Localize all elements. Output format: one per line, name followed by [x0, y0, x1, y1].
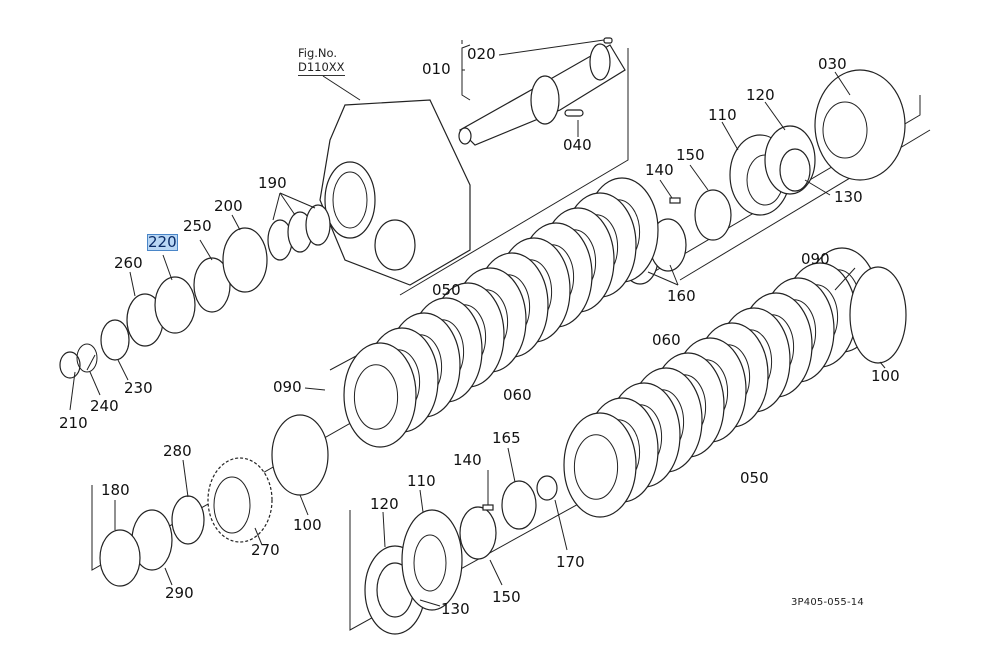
callout-250[interactable]: 250: [183, 217, 212, 235]
callout-160[interactable]: 160: [667, 287, 696, 305]
callout-240[interactable]: 240: [90, 397, 119, 415]
washer-180[interactable]: [99, 529, 141, 587]
callout-130-lower[interactable]: 130: [441, 600, 470, 618]
callout-110-lower[interactable]: 110: [407, 472, 436, 490]
callout-130-upper[interactable]: 130: [834, 188, 863, 206]
callout-210[interactable]: 210: [59, 414, 88, 432]
figure-label: Fig.No.: [298, 46, 338, 60]
callout-140-upper[interactable]: 140: [645, 161, 674, 179]
piston-110-lower[interactable]: [401, 509, 463, 611]
callout-060-lower[interactable]: 060: [652, 331, 681, 349]
snap-ring-100-left[interactable]: [271, 414, 329, 496]
callout-200[interactable]: 200: [214, 197, 243, 215]
callout-030[interactable]: 030: [818, 55, 847, 73]
leader-lines: [69, 39, 886, 607]
callout-090-left[interactable]: 090: [273, 378, 302, 396]
callout-280[interactable]: 280: [163, 442, 192, 460]
snap-ring-170[interactable]: [536, 475, 558, 501]
callout-170[interactable]: 170: [556, 553, 585, 571]
callout-230[interactable]: 230: [124, 379, 153, 397]
spring-retainer-150-upper[interactable]: [694, 189, 732, 241]
shaft-assembly[interactable]: [458, 43, 626, 146]
callout-190[interactable]: 190: [258, 174, 287, 192]
pin-020[interactable]: [603, 37, 613, 44]
drawing-code: 3P405-055-14: [791, 597, 864, 608]
plate-inner-edge: [573, 434, 619, 500]
clutch-pack-lower[interactable]: [563, 247, 879, 518]
seal-130-upper[interactable]: [779, 148, 811, 192]
clutch-pack-upper[interactable]: [343, 177, 659, 448]
callout-100-right[interactable]: 100: [871, 367, 900, 385]
callout-050-lower[interactable]: 050: [740, 469, 769, 487]
callout-020[interactable]: 020: [467, 45, 496, 63]
callout-220-selected[interactable]: 220: [147, 233, 178, 251]
transmission-housing[interactable]: [319, 99, 471, 286]
callout-010[interactable]: 010: [422, 60, 451, 78]
callout-110-upper[interactable]: 110: [708, 106, 737, 124]
figure-number-block: Fig.No. D110XX: [298, 46, 345, 76]
spring-retainer-150-lower[interactable]: [459, 506, 497, 560]
callout-100-left[interactable]: 100: [293, 516, 322, 534]
figure-number: D110XX: [298, 60, 345, 76]
callout-290[interactable]: 290: [165, 584, 194, 602]
spring-140-lower[interactable]: [482, 504, 494, 511]
callout-140-lower[interactable]: 140: [453, 451, 482, 469]
callout-060-upper[interactable]: 060: [503, 386, 532, 404]
callout-270[interactable]: 270: [251, 541, 280, 559]
plate-inner-edge: [353, 364, 399, 430]
callout-050-upper[interactable]: 050: [432, 281, 461, 299]
callout-040[interactable]: 040: [563, 136, 592, 154]
callout-120-lower[interactable]: 120: [370, 495, 399, 513]
callout-150-lower[interactable]: 150: [492, 588, 521, 606]
washer-165[interactable]: [501, 480, 537, 530]
callout-120-upper[interactable]: 120: [746, 86, 775, 104]
callout-180[interactable]: 180: [101, 481, 130, 499]
callout-260[interactable]: 260: [114, 254, 143, 272]
callout-150-upper[interactable]: 150: [676, 146, 705, 164]
callout-165[interactable]: 165: [492, 429, 521, 447]
snap-ring-100-right[interactable]: [849, 266, 907, 364]
key-040[interactable]: [564, 109, 584, 117]
spring-140-upper[interactable]: [669, 197, 681, 204]
drum-030[interactable]: [814, 69, 906, 181]
gear-270[interactable]: [207, 457, 273, 543]
needle-bearing-280[interactable]: [171, 495, 205, 545]
callout-090-right[interactable]: 090: [801, 250, 830, 268]
bearing-stack-upper[interactable]: [59, 204, 331, 379]
